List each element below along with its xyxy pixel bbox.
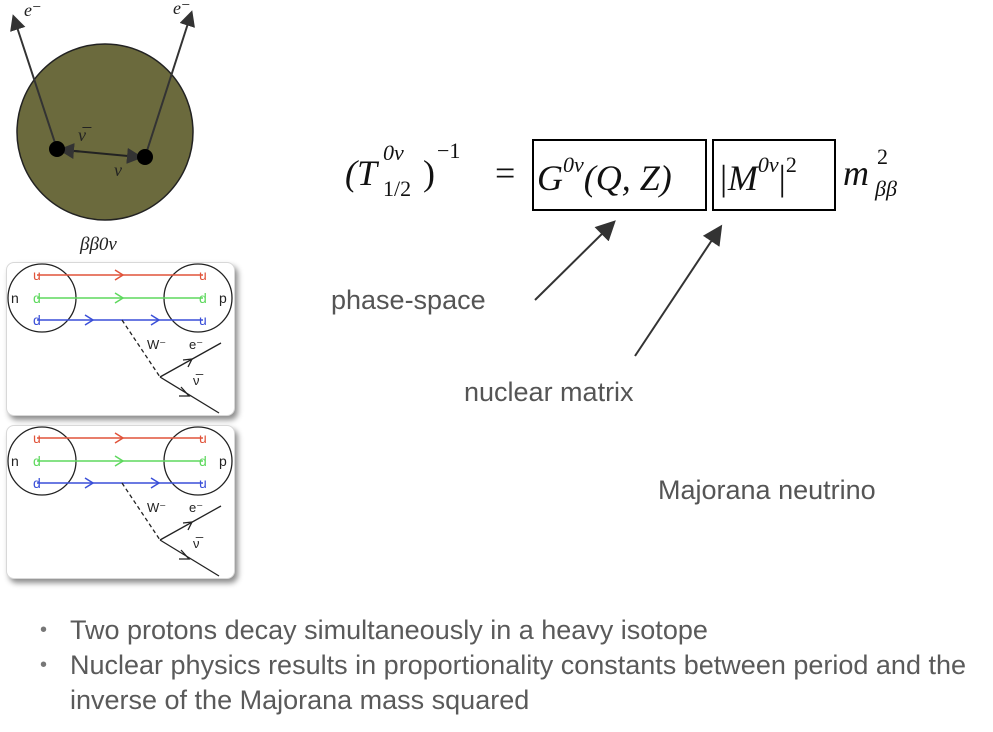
w-boson-label: W⁻ xyxy=(147,500,166,515)
bullet-dot-icon: • xyxy=(40,654,48,676)
nucleon-left-label: n xyxy=(11,453,19,469)
quark-arrow-blue-1 xyxy=(84,314,95,326)
nucleon-left-label: n xyxy=(11,290,19,306)
quark-left-u: u xyxy=(33,430,41,446)
electron-track-right xyxy=(144,10,195,158)
nucleon-right-label: p xyxy=(219,453,227,469)
antineutrino-label: ν̅ xyxy=(193,373,204,388)
quark-right-u1: u xyxy=(199,430,207,446)
quark-left-u: u xyxy=(33,267,41,283)
quark-left-d1: d xyxy=(33,453,41,469)
electron-label: e⁻ xyxy=(189,500,203,515)
phase-space-g: G xyxy=(537,158,563,198)
lhs-open: (T xyxy=(345,153,378,193)
neutrino-label: ν xyxy=(114,160,122,180)
matrix-exponent: 2 xyxy=(785,152,797,177)
w-boson-label: W⁻ xyxy=(147,337,166,352)
bullet-item: • Two protons decay simultaneously in a … xyxy=(40,613,985,648)
matrix-element: |M0ν|2 xyxy=(718,152,797,199)
phase-space-box xyxy=(532,139,707,211)
phase-space-label: phase-space xyxy=(331,285,486,315)
bullet-dot-icon: • xyxy=(40,619,48,641)
electron-arrow xyxy=(182,358,194,368)
phase-space-args: (Q, Z) xyxy=(583,158,672,198)
phase-space-factor: G0ν(Q, Z) xyxy=(537,152,672,199)
bullet-list: • Two protons decay simultaneously in a … xyxy=(40,613,985,718)
quark-arrow-blue-2 xyxy=(150,477,161,489)
nucleus-blob xyxy=(16,43,194,221)
mass-subscript: ββ xyxy=(875,176,897,201)
phase-space-sup: 0ν xyxy=(563,152,584,177)
vertex-right xyxy=(137,149,153,165)
matrix-open: |M xyxy=(718,158,758,198)
quark-left-d2: d xyxy=(33,475,41,491)
quark-left-d2: d xyxy=(33,312,41,328)
bullet-item: • Nuclear physics results in proportiona… xyxy=(40,648,985,718)
antineutrino-arrow xyxy=(179,386,191,397)
feynman-diagram-2: u d d u d u n p W⁻ e⁻ ν̅ xyxy=(6,425,235,579)
equals-sign: = xyxy=(495,153,516,193)
quark-arrow-d xyxy=(114,455,125,467)
nuclear-matrix-arrow xyxy=(634,224,723,357)
neutrino-exchange-back xyxy=(58,143,81,159)
quark-right-d: d xyxy=(199,453,207,469)
quark-arrow-blue-2 xyxy=(150,314,161,326)
mass-superscript: 2 xyxy=(877,144,888,169)
quark-arrow-blue-1 xyxy=(84,477,95,489)
w-boson-line xyxy=(121,319,161,378)
majorana-neutrino-label: Majorana neutrino xyxy=(658,475,876,505)
quark-right-u2: u xyxy=(199,312,207,328)
antineutrino-line xyxy=(159,376,220,414)
electron-label: e⁻ xyxy=(189,337,203,352)
bullet-text: Two protons decay simultaneously in a he… xyxy=(70,615,708,645)
lhs-subscript: 1/2 xyxy=(383,176,412,201)
quark-arrow-u xyxy=(114,432,125,444)
quark-left-d1: d xyxy=(33,290,41,306)
w-boson-line xyxy=(121,482,161,541)
feynman-diagram-1-svg: u d d u d u n p W⁻ e⁻ ν̅ xyxy=(7,263,233,414)
lhs-exponent: −1 xyxy=(437,138,461,163)
matrix-close: | xyxy=(778,158,786,198)
phase-space-arrow xyxy=(534,220,616,301)
antineutrino-line xyxy=(159,539,220,577)
electron-track-left xyxy=(10,14,58,150)
quark-right-u2: u xyxy=(199,475,207,491)
lhs-close-paren: ) xyxy=(423,153,435,193)
bullet-text: Nuclear physics results in proportionali… xyxy=(70,650,966,715)
quark-right-u1: u xyxy=(199,267,207,283)
lhs-superscript: 0ν xyxy=(383,140,404,165)
quark-arrow-u xyxy=(114,269,125,281)
feynman-diagram-1: u d d u d u n p W⁻ e⁻ ν̅ xyxy=(6,262,235,416)
antineutrino-arrow xyxy=(179,549,191,560)
vertex-left xyxy=(49,141,65,157)
electron-line xyxy=(159,505,222,541)
electron-arrow xyxy=(182,521,194,531)
antineutrino-label: ν̅ xyxy=(193,536,204,551)
quark-right-d: d xyxy=(199,290,207,306)
electron-left-label: e⁻ xyxy=(24,0,42,20)
nucleon-right-label: p xyxy=(219,290,227,306)
beta-beta-caption: ββ0ν xyxy=(79,234,117,255)
majorana-mass-term: m 2 ββ xyxy=(843,144,923,212)
quark-arrow-d xyxy=(114,292,125,304)
matrix-sup: 0ν xyxy=(757,152,779,177)
feynman-diagram-2-svg: u d d u d u n p W⁻ e⁻ ν̅ xyxy=(7,426,233,577)
matrix-element-box xyxy=(712,139,836,211)
nuclear-matrix-label: nuclear matrix xyxy=(464,377,634,407)
electron-right-label: e⁻ xyxy=(173,0,191,18)
mass-m: m xyxy=(843,153,869,193)
electron-line xyxy=(159,342,222,378)
double-beta-decay-blob: e⁻ e⁻ ν̅ ν ββ0ν xyxy=(10,0,195,255)
